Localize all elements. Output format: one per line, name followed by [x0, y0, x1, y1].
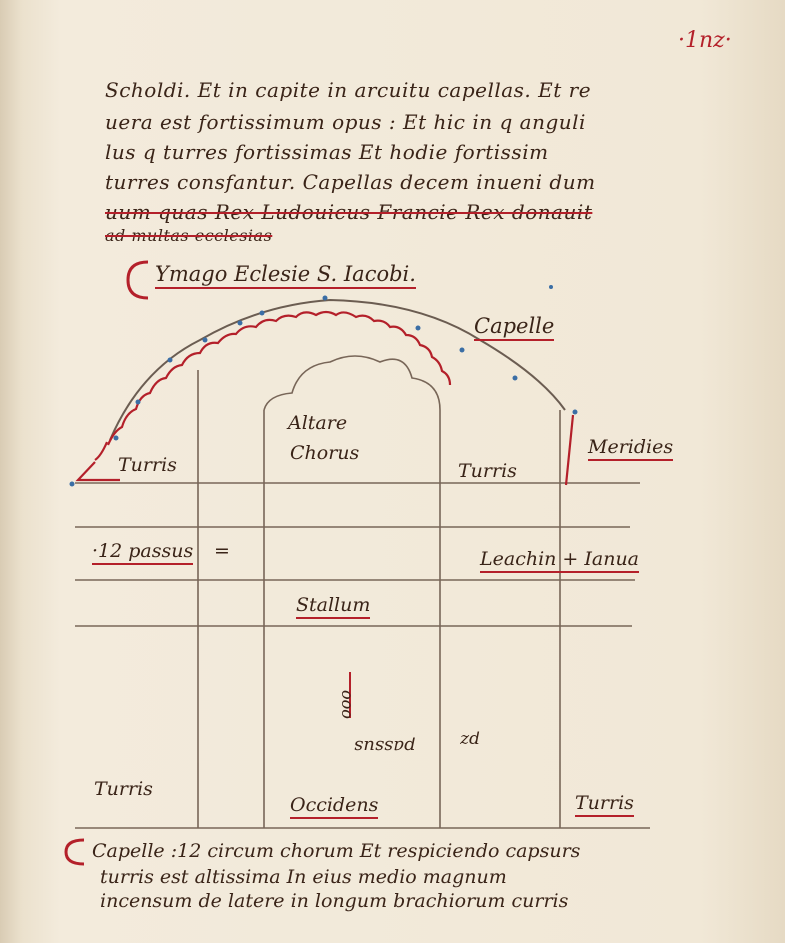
- label-turris-left-top: Turris: [118, 454, 177, 476]
- text-line-3: lus q turres fortissimas Et hodie fortis…: [105, 140, 549, 164]
- title-capital: [126, 260, 149, 300]
- text-line-4: turres consfantur. Capellas decem inueni…: [105, 170, 596, 194]
- label-stallum: Stallum: [296, 594, 371, 619]
- text-line-2: uera est fortissimum opus : Et hic in q …: [105, 110, 586, 134]
- folio-number: ·1nz·: [678, 28, 732, 53]
- label-meridies: Meridies: [588, 436, 674, 461]
- label-porta-right: Leachin + Ianua: [480, 548, 640, 573]
- struck-line-5: uum quas Rex Ludouicus Francie Rex donau…: [105, 200, 593, 224]
- label-passus: ·12 passus: [92, 540, 194, 565]
- label-chorus: Chorus: [290, 442, 360, 464]
- struck-line-6: ad multas ecclesias: [105, 226, 273, 245]
- vertical-mark: ooo: [338, 690, 357, 719]
- label-mark-right: pz: [460, 730, 480, 750]
- bottom-text-line-1: Capelle :12 circum chorum Et respiciendo…: [92, 840, 581, 862]
- label-turris-right-bottom: Turris: [575, 792, 634, 817]
- text-line-1: Scholdi. Et in capite in arcuitu capella…: [105, 78, 592, 102]
- label-turris-mid: Turris: [458, 460, 517, 482]
- label-capelle-top: Capelle: [474, 314, 555, 341]
- label-occidens: Occidens: [290, 794, 379, 819]
- label-inverted-passus: passus: [354, 736, 416, 757]
- bottom-text-line-3: incensum de latere in longum brachiorum …: [100, 890, 569, 912]
- bottom-text-line-2: turris est altissima In eius medio magnu…: [100, 866, 507, 888]
- left-corner-flourish: [75, 441, 120, 482]
- diagram-title: Ymago Eclesie S. Iacobi.: [155, 262, 416, 289]
- chapel-scallops: [75, 310, 575, 486]
- bottom-capital: [64, 838, 85, 866]
- outer-arch: [109, 298, 566, 441]
- blue-dots: [69, 285, 578, 487]
- label-equals: =: [214, 540, 230, 562]
- label-altare: Altare: [288, 412, 348, 434]
- label-turris-left-bottom: Turris: [94, 778, 153, 800]
- choir-apse: [263, 355, 441, 411]
- right-red-post: [564, 414, 575, 486]
